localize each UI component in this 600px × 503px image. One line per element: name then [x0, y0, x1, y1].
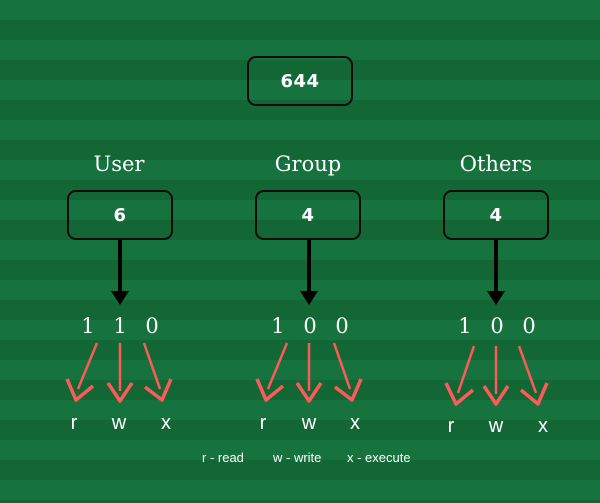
legend-write: w - write	[273, 450, 322, 465]
user-perm-w: w	[111, 412, 127, 434]
others-perm-r: r	[447, 415, 455, 437]
legend-read: r - read	[202, 450, 244, 465]
group-down-arrow	[300, 240, 318, 305]
others-bit-arrow-r	[444, 345, 476, 406]
group-bit-arrow-x	[332, 342, 363, 402]
group-bit-arrow-r	[255, 342, 289, 402]
user-bit-arrow-r	[65, 342, 99, 402]
group-bit-arrow-w	[295, 343, 323, 403]
group-digit: 4	[301, 204, 315, 226]
others-bits: 1 0 0	[458, 314, 542, 338]
others-down-arrow	[487, 240, 505, 305]
others-digit: 4	[489, 204, 503, 226]
user-digit-box: 6	[67, 190, 173, 240]
user-bit-arrow-w	[106, 343, 134, 403]
mode-value-box: 644	[247, 56, 353, 106]
group-perm-r: r	[259, 412, 267, 434]
others-perm-w: w	[488, 415, 504, 437]
others-perm-x: x	[538, 415, 548, 437]
user-heading: User	[93, 152, 145, 176]
others-bit-arrow-w	[482, 346, 510, 406]
others-heading: Others	[459, 152, 533, 176]
user-perm-x: x	[161, 412, 171, 434]
user-down-arrow	[111, 240, 129, 305]
others-digit-box: 4	[443, 190, 549, 240]
user-perm-r: r	[70, 412, 78, 434]
group-perm-x: x	[350, 412, 360, 434]
user-digit: 6	[113, 204, 127, 226]
legend-execute: x - execute	[347, 450, 411, 465]
user-bits: 1 1 0	[81, 314, 165, 338]
group-bits: 1 0 0	[271, 314, 355, 338]
group-perm-w: w	[301, 412, 317, 434]
group-heading: Group	[274, 152, 342, 176]
mode-value: 644	[280, 70, 320, 92]
group-digit-box: 4	[255, 190, 361, 240]
user-bit-arrow-x	[142, 342, 173, 402]
others-bit-arrow-x	[517, 345, 549, 406]
